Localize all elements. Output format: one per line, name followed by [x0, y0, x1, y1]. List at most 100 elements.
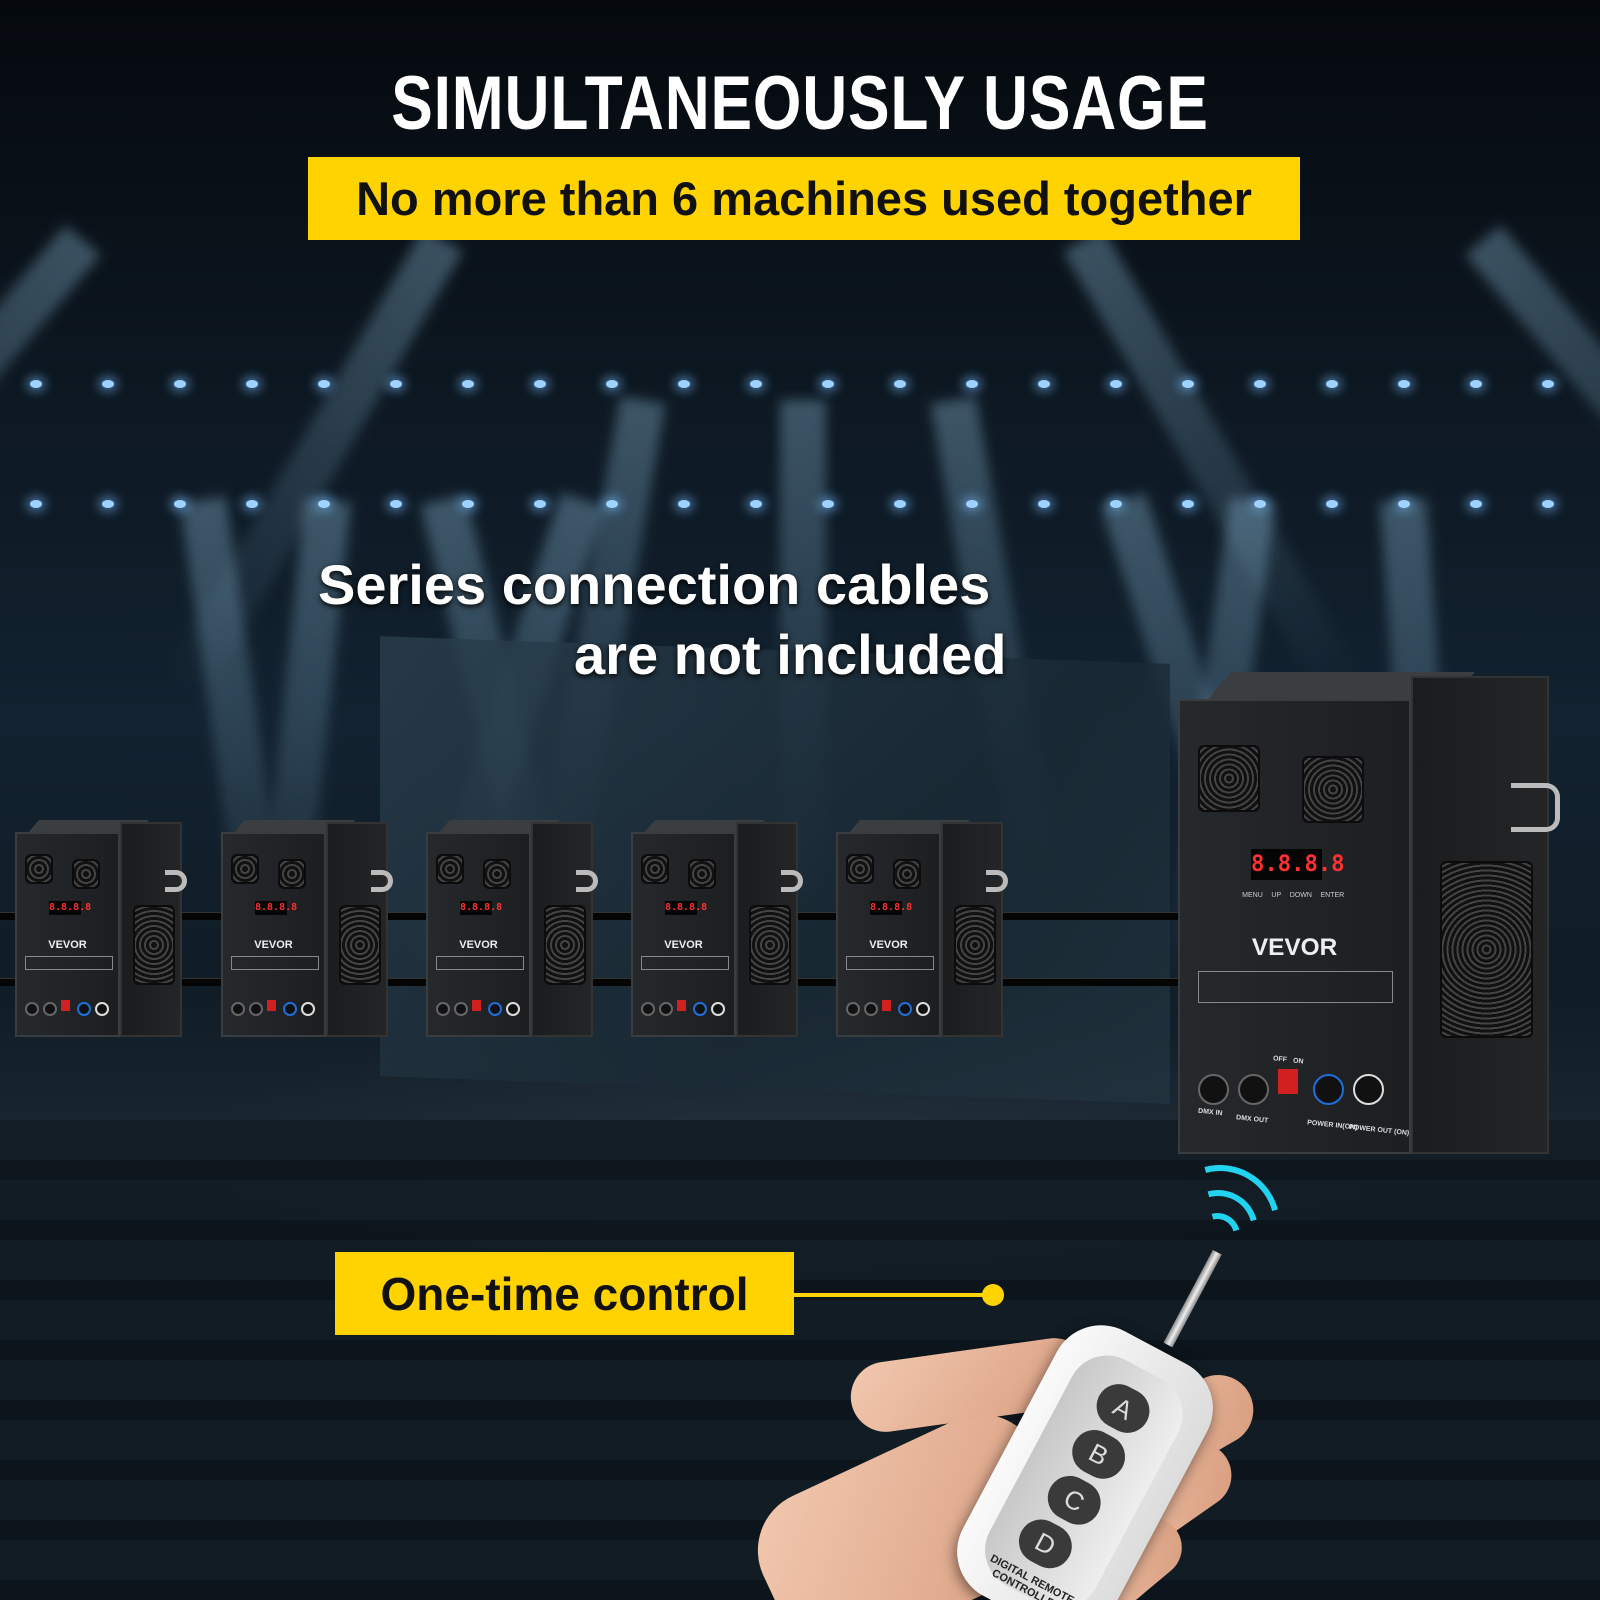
- port-2: [693, 1002, 707, 1016]
- digital-display: 8.8.8.8: [870, 901, 913, 915]
- port-label-3: POWER OUT (ON): [1348, 1123, 1410, 1137]
- port-label-0: DMX IN: [1197, 1107, 1223, 1118]
- stage-light: [174, 500, 186, 508]
- port-2: [488, 1002, 502, 1016]
- spec-label: [25, 956, 113, 970]
- spec-label: [641, 956, 729, 970]
- port-0: [25, 1002, 39, 1016]
- stage-light: [246, 500, 258, 508]
- fan-icon: [893, 859, 921, 889]
- control-buttons: MENU UP DOWN ENTER: [1242, 892, 1344, 899]
- stage-light: [30, 380, 42, 388]
- digital-display: 8.8.8.8: [49, 901, 92, 915]
- power-switch: [1277, 1069, 1298, 1094]
- spec-label: [1197, 971, 1394, 1003]
- handle: [781, 870, 803, 892]
- power-switch: [882, 1000, 891, 1011]
- stage-light: [318, 380, 330, 388]
- brand-logo: VEVOR: [664, 939, 703, 951]
- stage-light: [1470, 500, 1482, 508]
- stage-light: [822, 380, 834, 388]
- fan-icon: [1302, 756, 1365, 823]
- stage-light: [1398, 500, 1410, 508]
- port-1: [864, 1002, 878, 1016]
- stage-light: [102, 380, 114, 388]
- handle: [1511, 783, 1560, 832]
- machine-limit-banner: No more than 6 machines used together: [308, 157, 1300, 240]
- button-label-0: MENU: [1242, 891, 1263, 899]
- stage-light: [750, 380, 762, 388]
- port-1: [454, 1002, 468, 1016]
- stage-light: [246, 380, 258, 388]
- port-3: [506, 1002, 520, 1016]
- button-label-3: ENTER: [1320, 891, 1345, 899]
- stage-light: [1542, 380, 1554, 388]
- stage-light: [966, 380, 978, 388]
- port-1: [659, 1002, 673, 1016]
- light-beam: [0, 225, 101, 654]
- port-2: [1313, 1073, 1345, 1105]
- stage-light: [462, 380, 474, 388]
- port-3: [301, 1002, 315, 1016]
- stage-light: [390, 380, 402, 388]
- stage-light: [966, 500, 978, 508]
- digital-display: 8.8.8.8: [255, 901, 298, 915]
- brand-logo: VEVOR: [254, 939, 293, 951]
- stage-light: [534, 380, 546, 388]
- spec-label: [231, 956, 319, 970]
- port-1: [1237, 1073, 1269, 1105]
- button-label-1: UP: [1271, 891, 1282, 899]
- cable-note-line1: Series connection cables: [318, 553, 991, 616]
- fan-icon: [483, 859, 511, 889]
- fan-icon: [641, 854, 669, 884]
- side-fan-icon: [749, 905, 791, 985]
- spec-label: [436, 956, 524, 970]
- stage-light: [1326, 380, 1338, 388]
- fan-icon: [72, 859, 100, 889]
- side-fan-icon: [954, 905, 996, 985]
- stage-light: [1542, 500, 1554, 508]
- stage-light: [534, 500, 546, 508]
- stage-light: [1254, 380, 1266, 388]
- handle: [371, 870, 393, 892]
- port-0: [641, 1002, 655, 1016]
- light-beam: [1465, 225, 1600, 654]
- side-fan-icon: [1439, 860, 1534, 1039]
- switch-label-off: OFF: [1272, 1055, 1288, 1064]
- stage-light: [894, 500, 906, 508]
- series-cable: [0, 912, 1200, 920]
- stage-light: [1038, 380, 1050, 388]
- one-time-control-label: One-time control: [335, 1252, 794, 1335]
- stage-light: [1110, 380, 1122, 388]
- stage-light: [390, 500, 402, 508]
- handle: [165, 870, 187, 892]
- power-switch: [677, 1000, 686, 1011]
- stage-light: [678, 500, 690, 508]
- stage-light: [462, 500, 474, 508]
- port-0: [1197, 1073, 1229, 1105]
- handle: [576, 870, 598, 892]
- stage-light: [102, 500, 114, 508]
- power-switch: [61, 1000, 70, 1011]
- switch-label-on: ON: [1292, 1057, 1305, 1066]
- stage-light: [1470, 380, 1482, 388]
- stage-light: [1326, 500, 1338, 508]
- stage-light: [1182, 380, 1194, 388]
- page-title: SIMULTANEOUSLY USAGE: [391, 61, 1209, 146]
- stage-light: [750, 500, 762, 508]
- callout-dot: [982, 1284, 1004, 1306]
- port-2: [898, 1002, 912, 1016]
- port-2: [77, 1002, 91, 1016]
- button-label-2: DOWN: [1289, 891, 1312, 899]
- stage-light: [1110, 500, 1122, 508]
